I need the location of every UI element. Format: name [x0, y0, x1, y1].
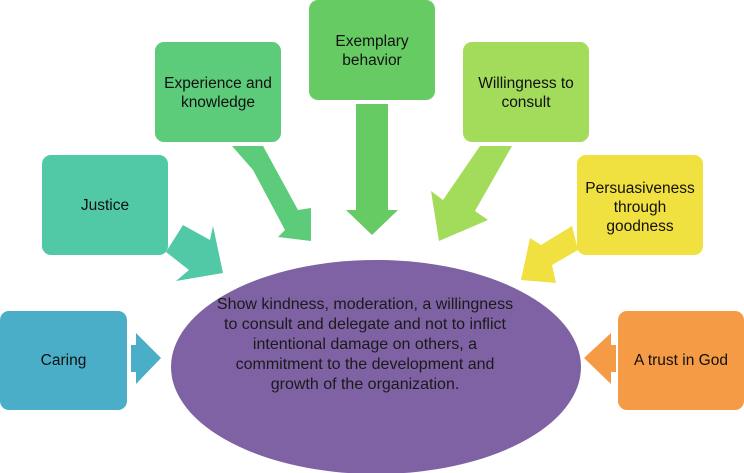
node-trust-label: A trust in God [634, 352, 728, 369]
arrow-experience [232, 146, 311, 241]
node-experience-label: Experience and knowledge [164, 75, 272, 111]
arrow-caring [131, 333, 161, 384]
center-text: Show kindness, moderation, a willingness… [216, 296, 514, 393]
node-persuasiveness: Persuasiveness through goodness [577, 155, 703, 255]
center-ellipse [171, 260, 581, 473]
node-persuasiveness-label: Persuasiveness through goodness [585, 180, 695, 235]
node-caring: Caring [0, 311, 127, 410]
arrow-trust [584, 333, 616, 384]
node-exemplary: Exemplary behavior [309, 0, 435, 100]
arrow-justice [166, 225, 223, 281]
node-trust: A trust in God [618, 311, 744, 410]
node-justice-label: Justice [80, 196, 130, 214]
node-experience: Experience and knowledge [155, 42, 281, 142]
node-willingness: Willingness to consult [463, 42, 589, 142]
node-willingness-label: Willingness to consult [478, 75, 574, 111]
arrow-willingness [431, 146, 512, 241]
arrow-exemplary [346, 104, 398, 235]
node-caring-label: Caring [40, 352, 87, 369]
node-exemplary-label: Exemplary behavior [335, 33, 409, 69]
node-justice: Justice [42, 155, 168, 255]
arrow-persuasiveness [521, 226, 578, 283]
